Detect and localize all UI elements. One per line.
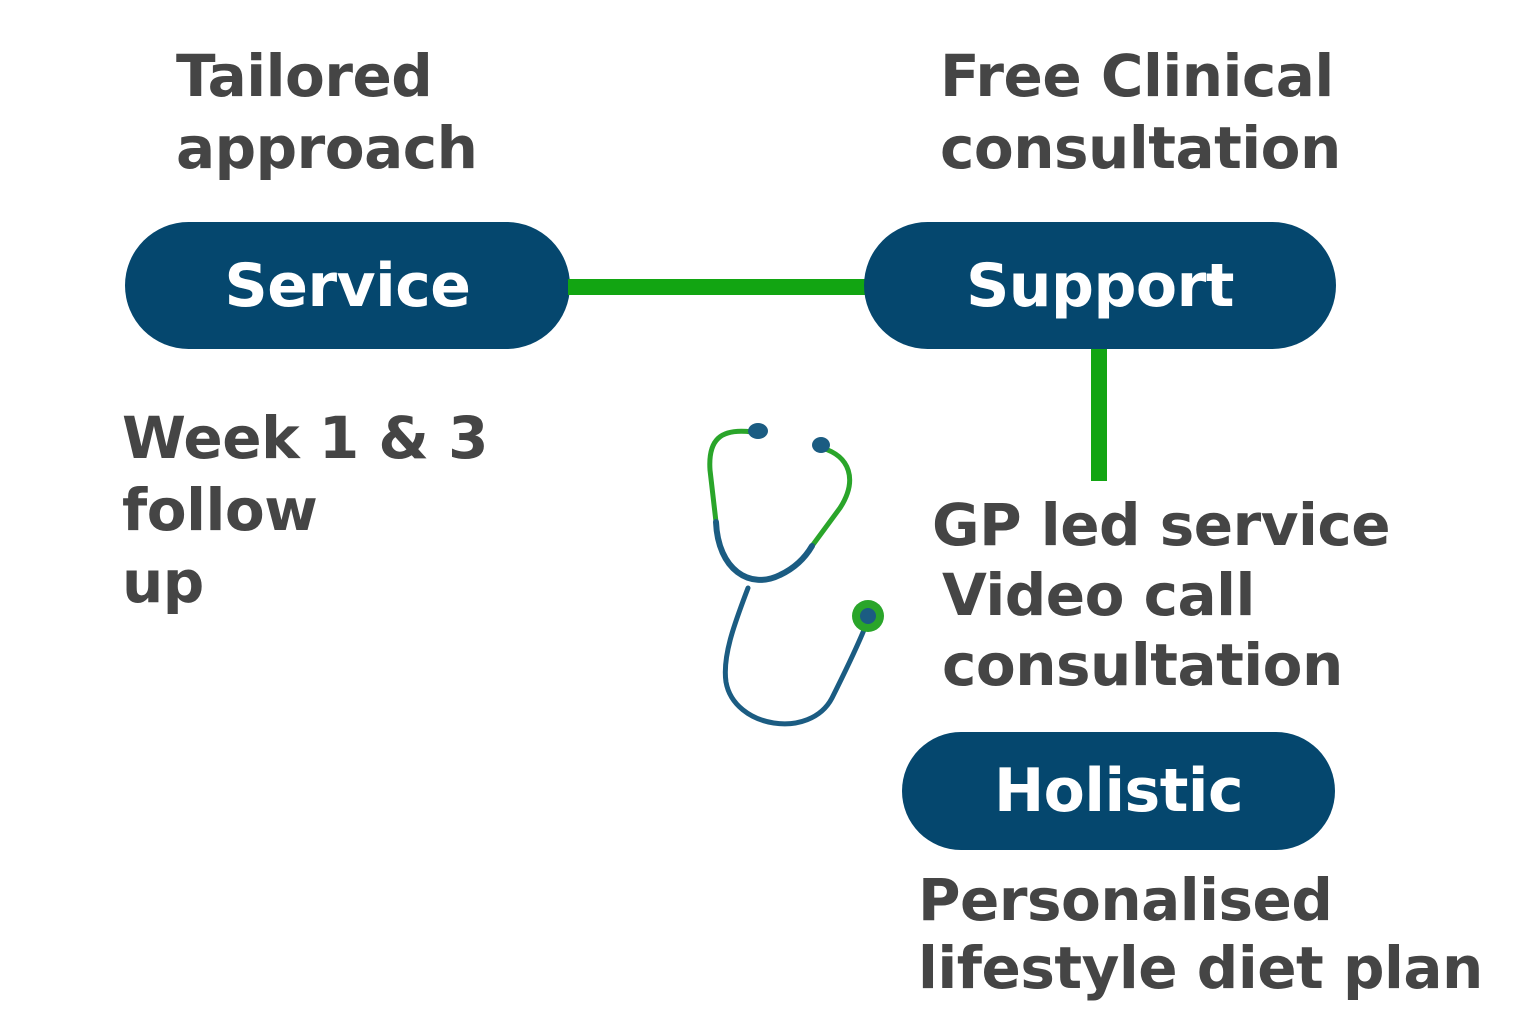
support-bottom-label-line: Video call <box>942 561 1255 629</box>
stethoscope-icon <box>707 423 884 727</box>
support-bottom-label-line: consultation <box>942 631 1343 699</box>
service-top-label-line: Tailored <box>176 42 433 110</box>
support-bottom-label: GP led service Video call consultation <box>932 490 1391 700</box>
support-bottom-label-line: GP led service <box>932 491 1391 559</box>
holistic-bottom-label-line: Personalised <box>918 866 1333 934</box>
support-pill-label: Support <box>966 250 1234 321</box>
holistic-pill: Holistic <box>902 732 1335 850</box>
service-support-connector <box>568 279 868 295</box>
stethoscope-main-tube <box>722 585 869 727</box>
support-top-label: Free Clinical consultation <box>940 40 1341 184</box>
service-bottom-label-line: up <box>122 548 204 616</box>
support-top-label-line: consultation <box>940 114 1341 182</box>
stethoscope-left-eartip <box>748 423 768 439</box>
service-bottom-label-line: Week 1 & 3 <box>122 404 489 472</box>
stethoscope-right-tube <box>809 445 853 549</box>
stethoscope-right-eartip <box>812 437 830 453</box>
service-top-label: Tailored approach <box>176 40 478 184</box>
service-pill-label: Service <box>224 250 471 321</box>
service-pill: Service <box>125 222 570 349</box>
stethoscope-left-tube <box>707 428 755 525</box>
service-bottom-label: Week 1 & 3 follow up <box>122 402 489 618</box>
support-pill: Support <box>864 222 1336 349</box>
stethoscope-chestpiece-center <box>860 608 876 624</box>
support-down-connector <box>1091 346 1107 481</box>
stethoscope-y-joint <box>713 519 815 583</box>
support-top-label-line: Free Clinical <box>940 42 1334 110</box>
service-bottom-label-line: follow <box>122 476 318 544</box>
holistic-pill-label: Holistic <box>993 756 1244 826</box>
service-top-label-line: approach <box>176 114 478 182</box>
holistic-bottom-label-line: lifestyle diet plan <box>918 934 1483 1002</box>
holistic-bottom-label: Personalised lifestyle diet plan <box>918 866 1483 1002</box>
